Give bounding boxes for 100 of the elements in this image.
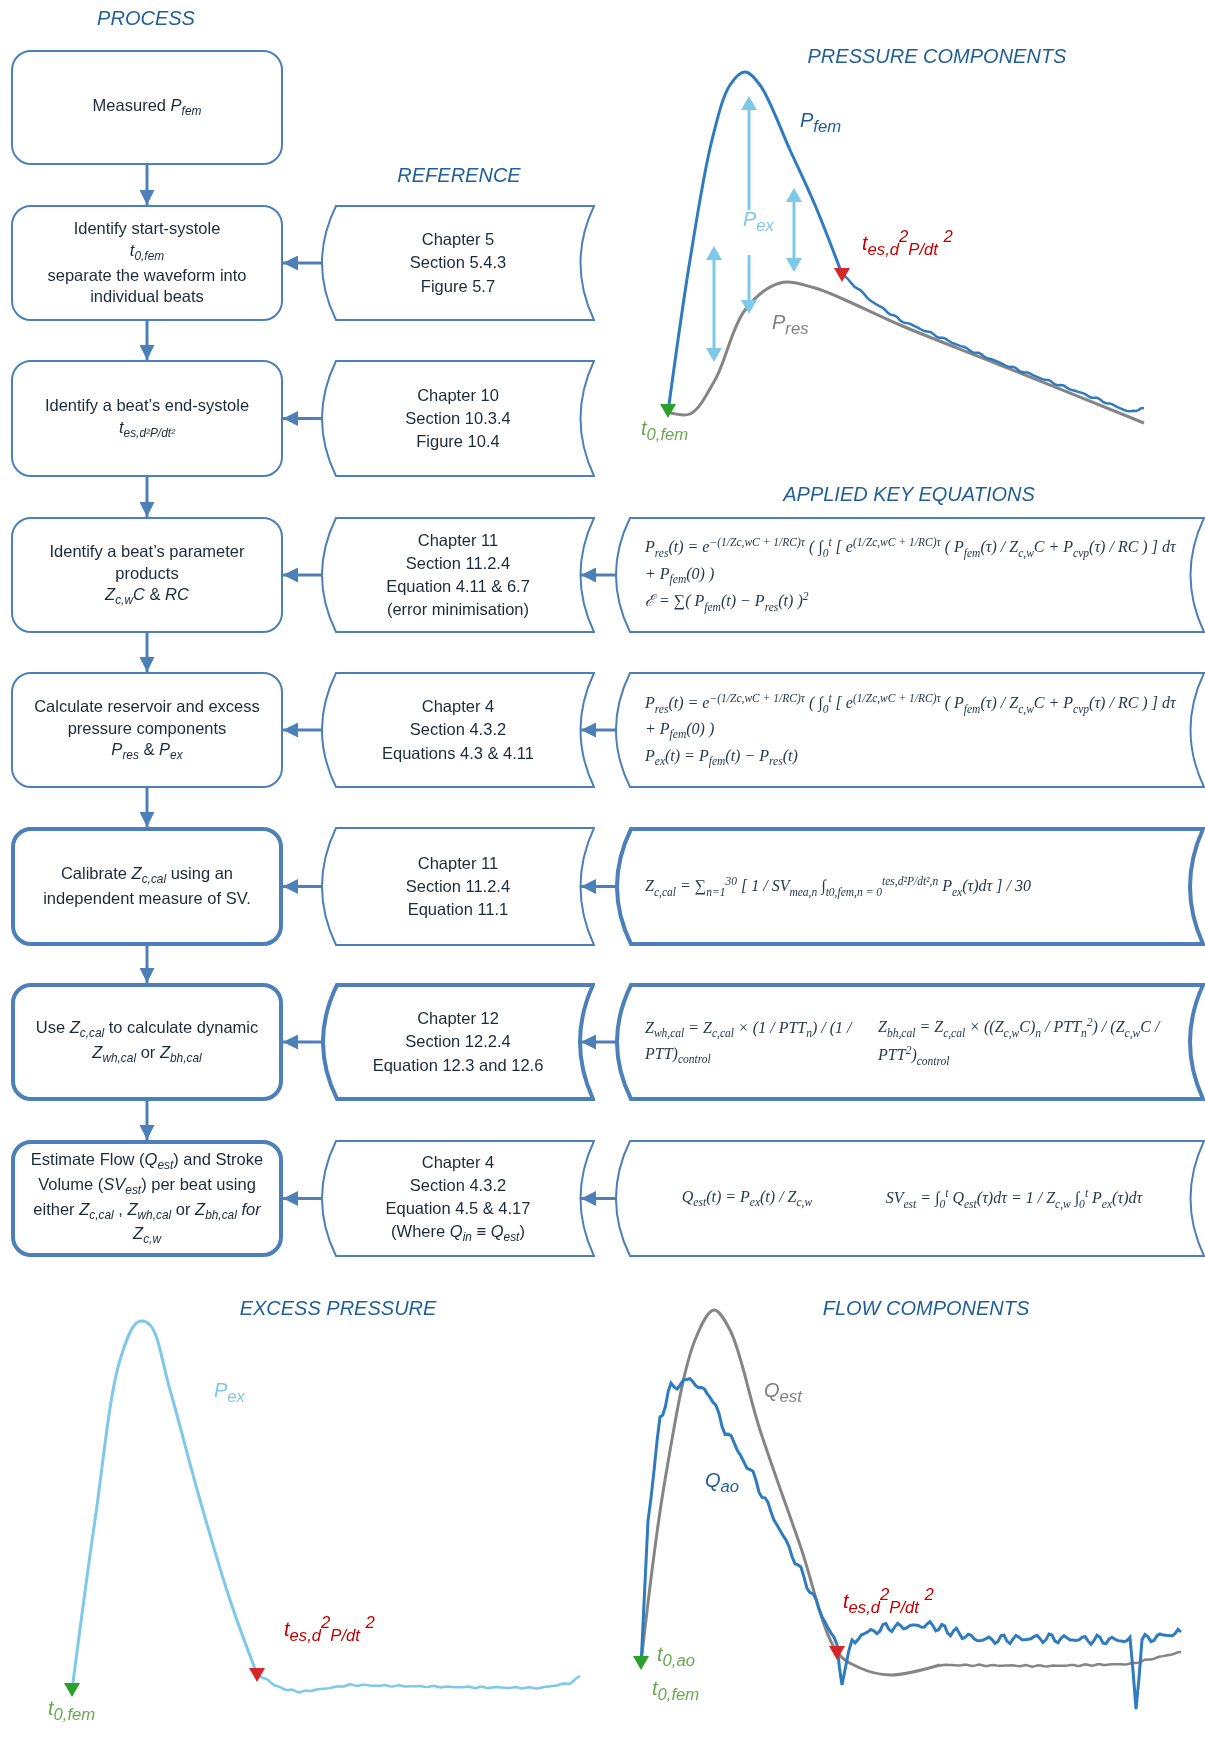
equation-box [615,827,1205,946]
process-step-box [11,983,283,1101]
equation-box [615,672,1205,788]
chart-title: FLOW COMPONENTS [822,1297,1030,1320]
step-text: t$_{es,d²P/dt²}$ [118,416,176,442]
reference-text: Figure 10.4 [416,431,500,453]
reference-text: Chapter 5 [421,229,495,251]
equation: P$_{ex}$(t) = P$_{fem}$(t) − P$_{res}$(t) [645,745,798,770]
step-text: Identify start-systole [73,218,221,240]
equation-box [615,1140,1205,1257]
reference-text: Chapter 12 [417,1008,499,1030]
marker-label: t$_{0,fem}$ [652,1677,700,1705]
reference-text: (error minimisation) [386,599,530,621]
curve-label: Q$_{ao}$ [705,1469,740,1497]
marker-label: t$_{0,ao}$ [657,1643,695,1671]
reference-text: Equations 4.3 & 4.11 [382,742,534,764]
reference-box [321,672,595,788]
curve-label: P$_{fem}$ [800,109,842,137]
process-step-box [11,1140,283,1257]
step-text: Z$_{c,w}$C & RC [105,584,189,609]
reference-text: Chapter 4 [421,696,495,718]
arrow [139,946,155,983]
step-text: Identify a beat’s end-systole [44,395,250,417]
arrow [283,1191,321,1206]
reference-text: Section 5.4.3 [409,252,507,274]
arrow [283,411,321,426]
process-step-box [11,672,283,788]
reference-text: Section 4.3.2 [409,719,507,741]
arrow [283,567,321,583]
arrow [581,1034,615,1050]
column-title: APPLIED KEY EQUATIONS [783,483,1035,506]
column-title: PROCESS [97,7,195,30]
marker-label: t$_{0,fem}$ [641,417,689,445]
step-text: separate the waveform into individual beats [46,264,248,308]
arrow [581,722,615,738]
chart-title: EXCESS PRESSURE [239,1297,437,1320]
reference-box [321,360,595,477]
reference-text: Section 11.2.4 [405,875,511,897]
equation: Z$_{wh,cal}$ = Z$_{c,cal}$ × (1 / PTT$_{n}$) / (1 / PTT)$_{control}$ [645,1017,854,1068]
reference-text: Section 11.2.4 [405,552,511,574]
reference-box [321,517,595,633]
reference-box [321,205,595,321]
arrow [283,1034,321,1050]
equation: SV$_{est}$ = ∫$_{0}$$^{t}$ Q$_{est}$(τ)dτ = 1 / Z$_{c,w}$ ∫$_{0}$$^{t}$ P$_{ex}$(τ)dτ [885,1185,1143,1212]
equation: ℰ = ∑( P$_{fem}$(t) − P$_{res}$(t) )$^{2}$ [645,589,809,616]
step-text: Calculate reservoir and excess pressure components [33,696,261,739]
equation: Z$_{bh,cal}$ = Z$_{c,cal}$ × ((Z$_{c,w}$C)$_{n}$ / PTT$_{n}$$^{2}$) / (Z$_{c,w}$C / PTT$^{2}$)$_{control}$ [878,1015,1162,1069]
step-text: Use Z$_{c,cal}$ to calculate dynamic Z$_{wh,cal}$ or Z$_{bh,cal}$ [34,1017,260,1067]
reference-box [321,827,595,946]
reference-text: Chapter 4 [421,1151,495,1173]
process-step-box [11,205,283,321]
reference-text: Section 4.3.2 [409,1175,507,1196]
reference-text: Equation 4.11 & 6.7 [386,576,530,597]
chart-title: PRESSURE COMPONENTS [807,45,1067,68]
curve-label: P$_{ex}$ [214,1379,245,1407]
curve-label: Q$_{est}$ [764,1379,802,1407]
arrow [139,633,155,672]
step-text: P$_{res}$ & P$_{ex}$ [111,739,183,764]
reference-text: Chapter 10 [417,384,499,406]
arrow [139,477,155,517]
step-text: Measured P$_{fem}$ [92,95,202,120]
equation-box [615,517,1205,633]
equation-box [615,983,1205,1101]
arrow [283,722,321,738]
arrow [139,788,155,827]
reference-text: Equation 4.5 & 4.17 [385,1198,531,1220]
equation: Q$_{est}$(t) = P$_{ex}$(t) / Z$_{c,w}$ [681,1187,813,1211]
step-text: Estimate Flow (Q$_{est}$) and Stroke Volume (SV$_{est}$) per beat using either Z$_{c,cal}$ , Z$_{wh,cal}$ or Z$_{bh,cal}$ for Z$_{c,w}$ [29,1149,265,1248]
equation: P$_{res}$(t) = e$^{−(1/Zc,wC + 1/RC)τ}$ ( ∫$_{0}$$^{t}$ [ e$^{(1/Zc,wC + 1/RC)τ}$ ( P$_{fem}$(τ) / Z$_{c,w}$C + P$_{cvp}$(τ) / RC ) ] dτ + P$_{fem}$(0) ) [645,535,1177,588]
reference-text: Equation 11.1 [407,899,509,921]
curve-label: P$_{ex}$ [743,208,774,236]
reference-text: (Where Q$_{in}$ ≡ Q$_{est}$) [391,1221,525,1247]
reference-text: Section 12.2.4 [405,1031,511,1053]
column-title: REFERENCE [397,164,521,187]
arrow [283,255,321,271]
reference-text: Figure 5.7 [420,275,496,297]
process-step-box [11,517,283,633]
arrow [139,1101,155,1140]
arrow [581,879,615,894]
step-text: Identify a beat’s parameter products [48,541,246,584]
reference-box [321,1140,595,1257]
process-step-box [11,50,283,165]
marker-label: t$_{0,fem}$ [48,1697,96,1725]
equation: Z$_{c,cal}$ = ∑$_{n=1}$$^{30}$ [ 1 / SV$_{mea,n}$ ∫$_{t0,fem,n = 0}$$^{tes,d²P/dt²,n}$ P$_{ex}$(τ)dτ ] / 30 [645,873,1031,901]
process-step-box [11,360,283,477]
reference-text: Chapter 11 [417,852,499,874]
reference-text: Chapter 11 [417,529,499,551]
equation: P$_{res}$(t) = e$^{−(1/Zc,wC + 1/RC)τ}$ ( ∫$_{0}$$^{t}$ [ e$^{(1/Zc,wC + 1/RC)τ}$ ( P$_{fem}$(τ) / Z$_{c,w}$C + P$_{cvp}$(τ) / RC ) ] dτ + P$_{fem}$(0) ) [645,690,1177,743]
curve-label: P$_{res}$ [772,311,809,339]
arrow [139,321,155,360]
arrow [581,567,615,583]
arrow [581,1191,615,1206]
reference-text: Section 10.3.4 [405,407,511,429]
process-step-box [11,827,283,946]
arrow [283,879,321,894]
reference-text: Equation 12.3 and 12.6 [372,1054,544,1076]
arrow [139,165,155,205]
reference-box [321,983,595,1101]
step-text: t$_{0,fem}$ [129,239,165,265]
step-text: Calibrate Z$_{c,cal}$ using an independent measure of SV. [42,863,252,910]
